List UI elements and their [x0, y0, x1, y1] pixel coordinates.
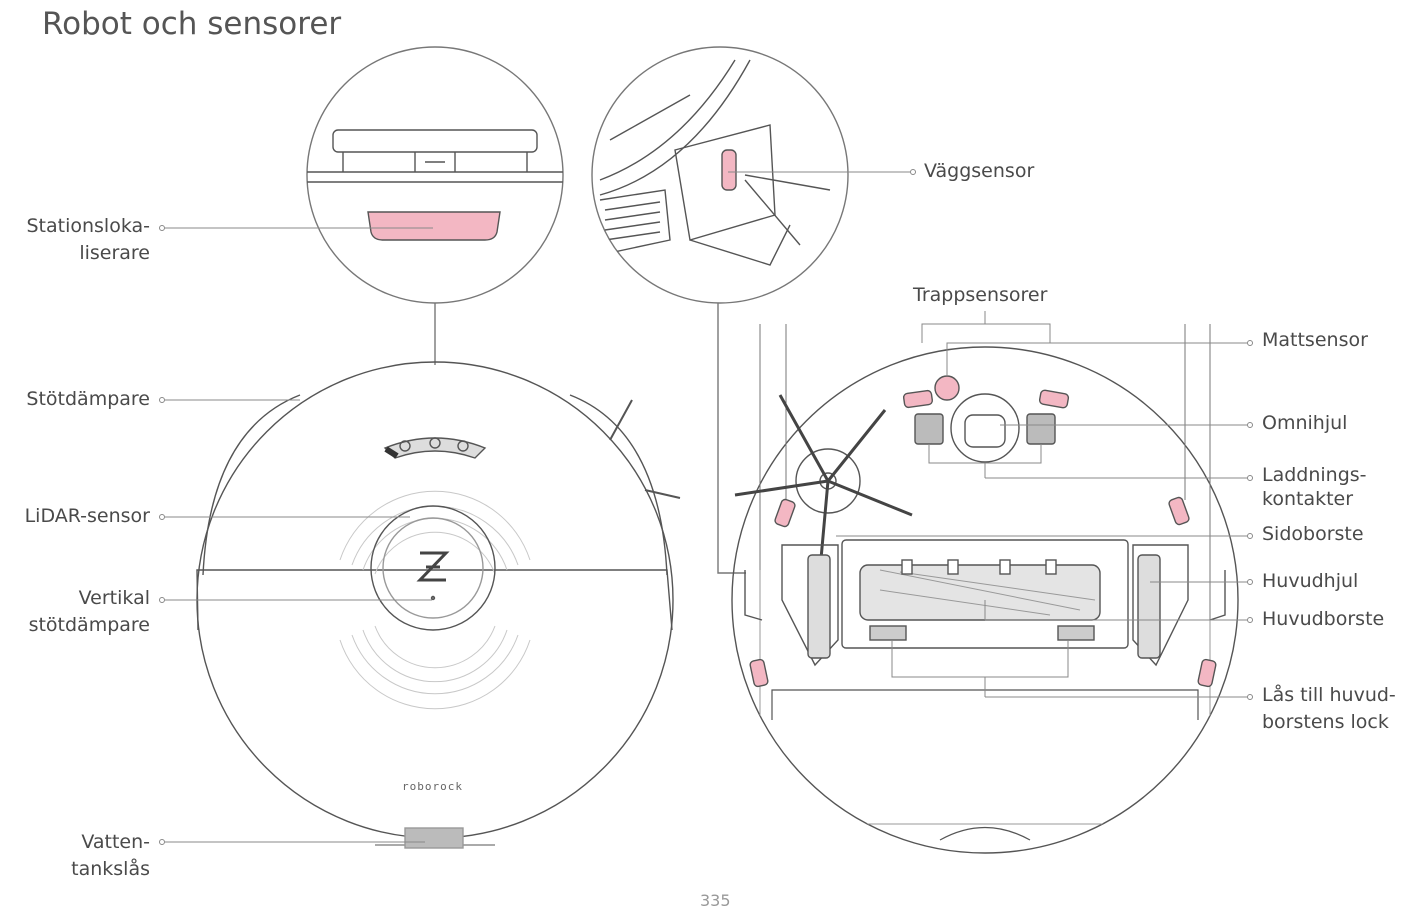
carpet-sensor — [934, 375, 960, 401]
label-brush-cover-lock: Lås till huvud- borstens lock — [1262, 684, 1396, 733]
label-cliff-sensors: Trappsensorer — [913, 284, 1048, 306]
label-water-tank-lock: Vatten- tankslås — [71, 831, 150, 880]
page-title: Robot och sensorer — [42, 6, 342, 42]
label-main-wheel: Huvudhjul — [1262, 570, 1359, 592]
label-lidar: LiDAR-sensor — [24, 505, 150, 527]
station-locator-sensor — [367, 211, 501, 241]
roborock-logo: roborock — [402, 780, 463, 793]
main-brush — [859, 564, 1101, 621]
charging-contact-left — [914, 413, 944, 445]
wall-sensor-zoom — [591, 46, 849, 304]
label-side-brush: Sidoborste — [1262, 523, 1364, 545]
wall-sensor-window — [721, 149, 737, 191]
label-charging-contacts: Laddnings- kontakter — [1262, 464, 1367, 510]
station-locator-zoom — [306, 46, 564, 304]
label-vertical-bumper: Vertikal stötdämpare — [28, 587, 150, 636]
lidar-turret — [370, 505, 496, 631]
label-station-locator: Stationsloka- liserare — [26, 215, 150, 264]
label-wall-sensor: Väggsensor — [924, 160, 1035, 182]
label-carpet-sensor: Mattsensor — [1262, 329, 1368, 351]
charging-contact-right — [1026, 413, 1056, 445]
robot-bottom-view — [731, 324, 1239, 854]
page-number: 335 — [700, 891, 731, 910]
main-wheel-left — [807, 554, 831, 659]
lidar-logo — [416, 551, 450, 582]
label-omni-wheel: Omnihjul — [1262, 412, 1348, 434]
robot-top-view — [196, 361, 681, 849]
label-main-brush: Huvudborste — [1262, 608, 1385, 630]
label-bumper: Stötdämpare — [26, 388, 150, 410]
main-wheel-right — [1137, 554, 1161, 659]
water-tank-lock — [404, 827, 464, 849]
